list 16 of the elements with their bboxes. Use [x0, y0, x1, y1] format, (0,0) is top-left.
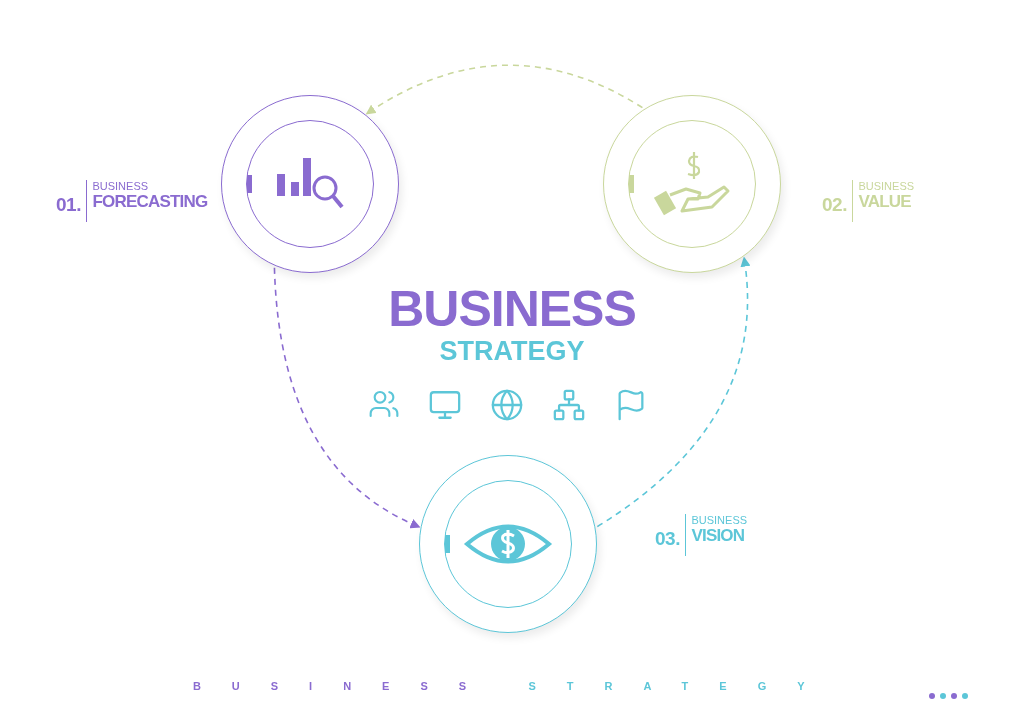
- heading-text: STRATEGY: [439, 336, 585, 367]
- step-subtitle: BUSINESS: [691, 514, 748, 526]
- step-number: 01.: [56, 194, 81, 216]
- step-number: 03.: [655, 528, 680, 550]
- dashed-arrow: [365, 64, 644, 115]
- footer-text: BUSINESS: [192, 680, 498, 692]
- step-subtitle: BUSINESS: [92, 180, 150, 192]
- dashed-arrow: [596, 256, 751, 528]
- step-title: VALUE: [858, 192, 912, 212]
- footer-text: STRATEGY: [528, 680, 836, 692]
- step-subtitle: BUSINESS: [858, 180, 915, 192]
- step-title: FORECASTING: [92, 192, 208, 212]
- step-title: VISION: [691, 526, 746, 546]
- heading-text: BUSINESS: [388, 280, 636, 338]
- step-number: 02.: [822, 194, 847, 216]
- dashed-arrow: [273, 266, 421, 528]
